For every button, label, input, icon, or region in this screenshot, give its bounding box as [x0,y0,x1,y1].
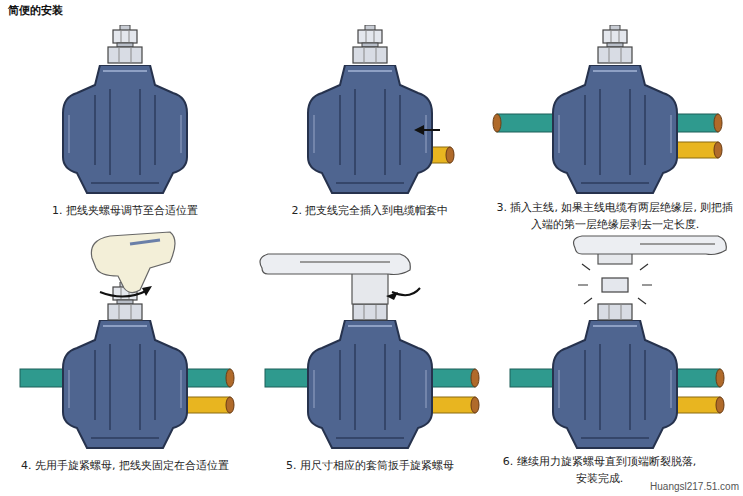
clamp-2 [308,25,454,193]
burst-lines [578,264,652,304]
clamp-1 [63,25,187,193]
clamp-3 [493,25,722,193]
wrench [260,254,410,275]
glove-hand [91,232,175,293]
socket [352,272,388,304]
clamp-5 [260,254,479,448]
step-caption: 4. 先用手旋紧螺母, 把线夹固定在合适位置 [4,458,246,475]
clamp-6 [510,236,726,448]
broken-nut [602,278,628,292]
step-caption: 3. 插入主线, 如果主线电缆有两层绝缘层, 则把插入端的第一层绝缘层剥去一定长… [494,200,736,233]
page-title: 简便的安装 [8,3,63,20]
step-caption: 5. 用尺寸相应的套筒扳手旋紧螺母 [255,458,485,475]
step-caption: 2. 把支线完全插入到电缆帽套中 [255,203,485,220]
clamp-4 [20,232,234,448]
watermark: Huangsl217.51.com [650,479,739,494]
step-caption: 1. 把线夹螺母调节至合适位置 [10,203,240,220]
wrench [574,236,727,255]
